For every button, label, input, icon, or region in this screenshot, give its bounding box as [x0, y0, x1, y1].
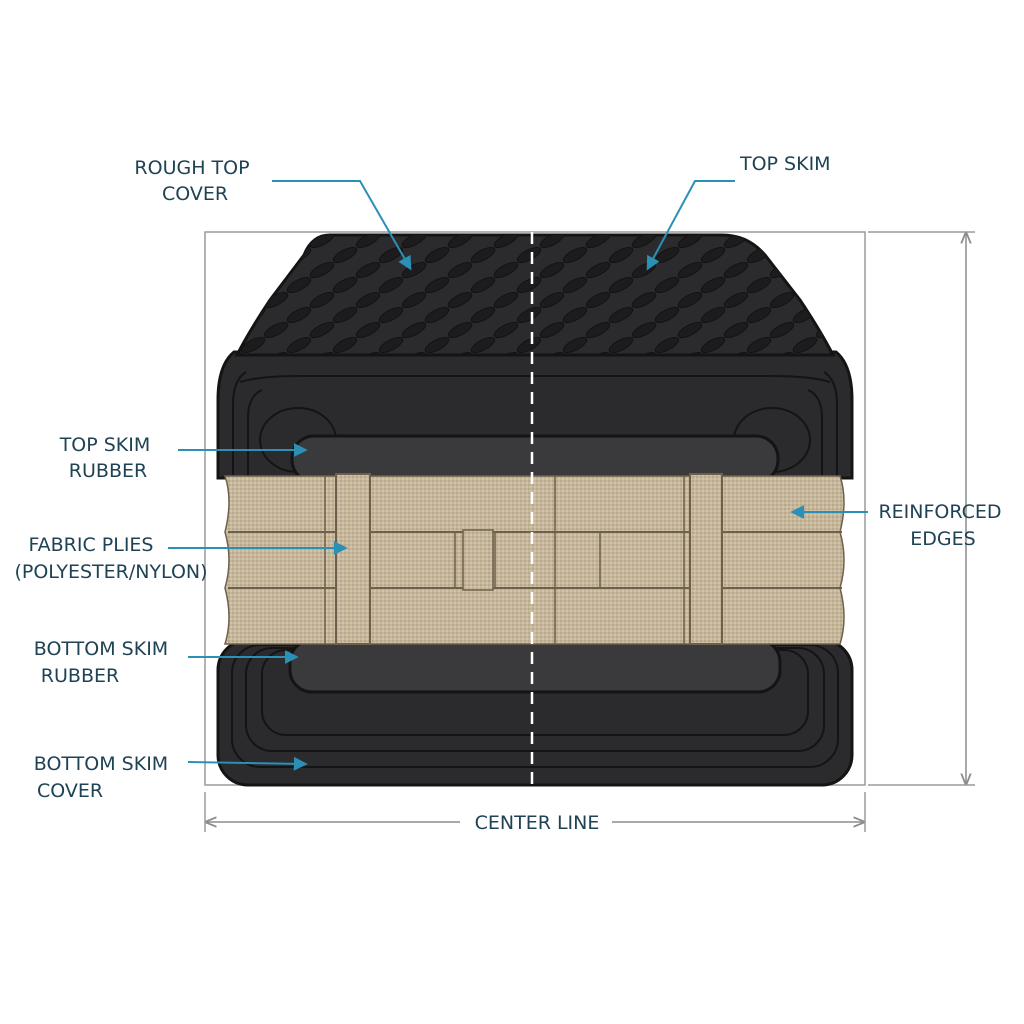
bottom-skim-rubber-layer: [288, 638, 782, 694]
label-fabric-plies: FABRIC PLIES (POLYESTER/NYLON): [14, 534, 207, 583]
label-rough-top-cover: ROUGH TOP COVER: [134, 157, 255, 205]
rough-top-cover-layer: [234, 233, 836, 357]
leader-top-skim: [646, 180, 735, 271]
leader-rough-top-cover: [272, 180, 412, 271]
label-reinforced-edges: REINFORCED EDGES: [878, 501, 1007, 550]
reinforcing-strip-left: [335, 473, 371, 645]
label-top-skim-rubber: TOP SKIM RUBBER: [59, 434, 157, 482]
label-bottom-skim-cover: BOTTOM SKIM COVER: [34, 753, 175, 802]
fabric-plies-layer: [223, 473, 845, 645]
label-bottom-skim-rubber: BOTTOM SKIM RUBBER: [34, 638, 175, 687]
leader-lines: [168, 180, 868, 771]
label-center-line: CENTER LINE: [475, 812, 600, 834]
reinforcing-strip-right: [689, 473, 723, 645]
label-top-skim: TOP SKIM: [739, 153, 831, 175]
leader-bottom-skim-cover: [187, 756, 308, 771]
